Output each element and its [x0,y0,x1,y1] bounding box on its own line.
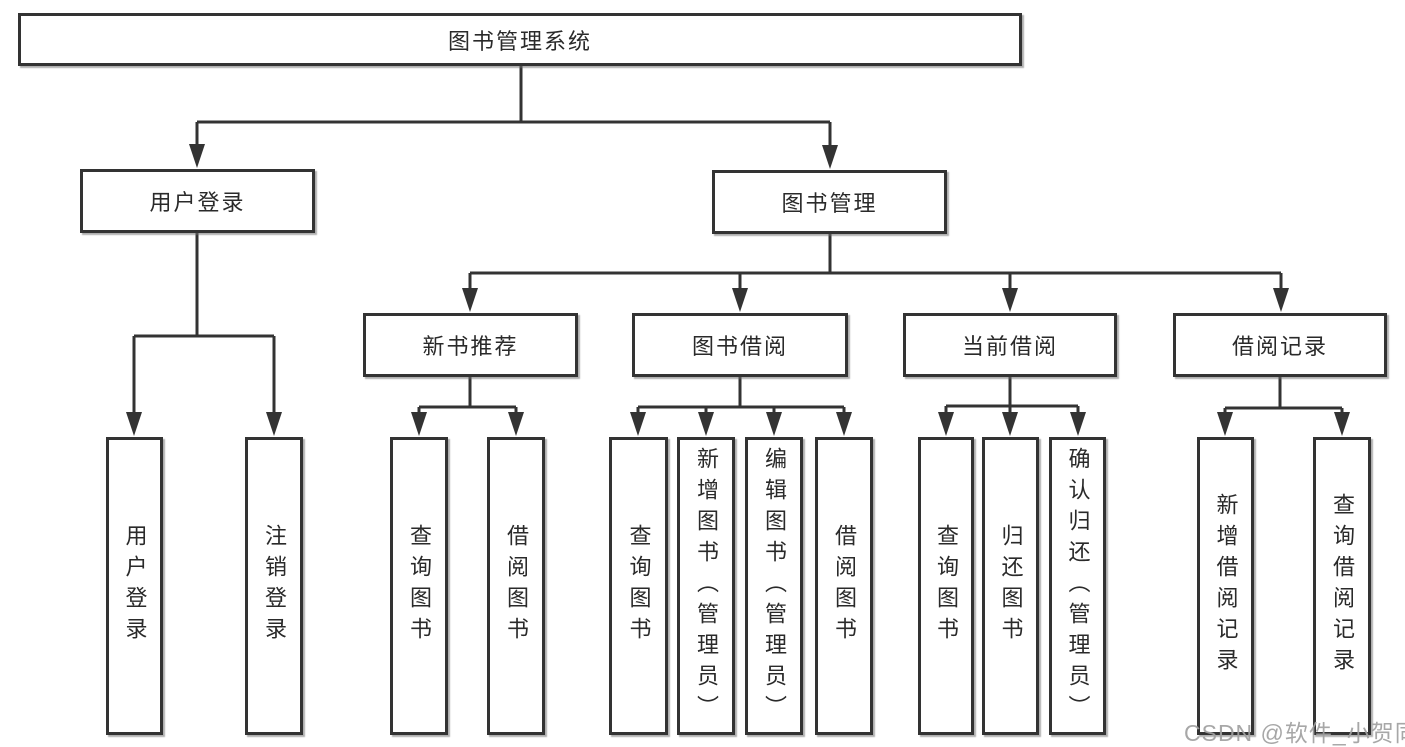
node-current-borrow: 当前借阅 [903,313,1117,377]
node-book-borrow: 图书借阅 [632,313,848,377]
leaf-label: 用户登录 [122,524,148,648]
node-leaf-borrow-books-2: 借阅图书 [815,437,873,735]
node-leaf-add-books-admin: 新增图书（管理员） [677,437,735,735]
leaf-label: 查询图书 [407,524,432,648]
node-leaf-borrow-books-1: 借阅图书 [487,437,545,735]
node-user-login: 用户登录 [80,169,315,233]
leaf-label: 查询图书 [934,524,959,648]
node-leaf-logout: 注销登录 [245,437,303,735]
leaf-label: 查询图书 [626,524,652,648]
node-new-book-recommend: 新书推荐 [363,313,578,377]
leaf-label: 查询借阅记录 [1330,493,1355,679]
node-leaf-edit-books-admin: 编辑图书（管理员） [745,437,803,735]
node-leaf-query-books-2: 查询图书 [609,437,668,735]
leaf-label: 借阅图书 [832,524,857,648]
leaf-label: 新增借阅记录 [1213,493,1239,679]
node-leaf-query-books-1: 查询图书 [390,437,448,735]
node-root: 图书管理系统 [18,13,1022,66]
node-leaf-query-books-3: 查询图书 [918,437,974,735]
node-book-mgmt: 图书管理 [712,170,947,234]
leaf-label: 注销登录 [262,524,287,648]
leaf-label: 确认归还（管理员） [1065,446,1091,726]
leaf-label: 归还图书 [998,524,1024,648]
csdn-watermark: CSDN @软件_小贺同学 [1184,720,1405,746]
node-borrow-record: 借阅记录 [1173,313,1387,377]
leaf-label: 借阅图书 [504,524,529,648]
node-leaf-return-books: 归还图书 [982,437,1039,735]
node-leaf-add-borrow-record: 新增借阅记录 [1197,437,1254,735]
leaf-label: 编辑图书（管理员） [762,446,787,726]
node-leaf-user-login: 用户登录 [106,437,163,735]
node-leaf-query-borrow-record: 查询借阅记录 [1313,437,1371,735]
node-leaf-confirm-return-admin: 确认归还（管理员） [1049,437,1106,735]
leaf-label: 新增图书（管理员） [694,446,719,726]
